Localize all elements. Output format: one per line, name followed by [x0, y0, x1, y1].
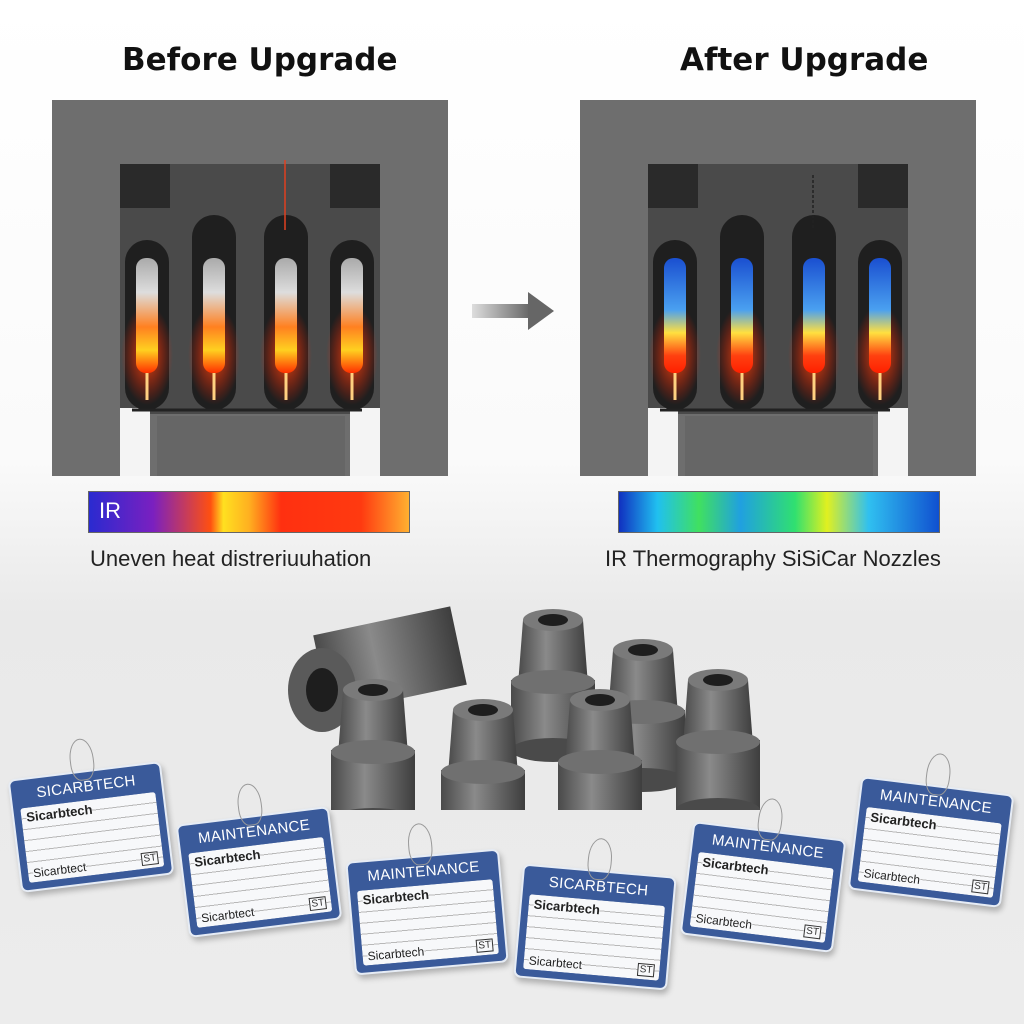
- nozzle-group: [288, 606, 760, 810]
- heating-tube: [203, 258, 225, 373]
- tag-string: [586, 837, 614, 882]
- tag-brand: Sicarbtech: [869, 809, 938, 833]
- heating-tube: [136, 258, 158, 373]
- tag-brand: Sicarbtech: [701, 854, 770, 878]
- heating-tube: [341, 258, 363, 373]
- after-furnace-diagram: [580, 100, 976, 476]
- tag-logo-icon: ST: [637, 962, 655, 978]
- tag-footer: Sicarbtect: [200, 904, 256, 926]
- after-ir-bar: [618, 491, 940, 533]
- tag-brand: Sicarbtech: [362, 886, 430, 908]
- ir-label: IR: [99, 498, 121, 523]
- tag-logo-icon: ST: [475, 938, 494, 953]
- before-caption: Uneven heat distreriuuhation: [90, 546, 372, 571]
- tag-brand: Sicarbtech: [193, 846, 262, 870]
- nozzle: [676, 669, 760, 810]
- tag-footer: Sicarbtech: [367, 944, 425, 964]
- tag-footer: Sicarbtect: [32, 859, 88, 881]
- maintenance-tag: MAINTENANCE Sicarbtech Sicarbtect ST: [175, 782, 343, 938]
- heating-tube: [664, 258, 686, 373]
- maintenance-tag: SICARBTECH Sicarbtech Sicarbtect ST: [513, 837, 677, 991]
- tag-footer: Sicarbtech: [862, 866, 921, 887]
- tag-logo-icon: ST: [140, 851, 160, 867]
- tag-logo-icon: ST: [308, 896, 328, 912]
- right-arrow-icon: [472, 292, 554, 330]
- nozzle: [558, 689, 642, 810]
- tag-string: [406, 822, 434, 867]
- nozzle: [331, 679, 415, 810]
- heating-tube: [275, 258, 297, 373]
- before-title: Before Upgrade: [122, 42, 398, 78]
- tag-footer: Sicarbtect: [528, 953, 583, 972]
- before-ir-bar: IR: [88, 491, 410, 533]
- maintenance-tag: MAINTENANCE Sicarbtech Sicarbtech ST: [847, 752, 1015, 908]
- tag-brand: Sicarbtech: [533, 896, 601, 918]
- heating-tube: [731, 258, 753, 373]
- tag-footer: Sicarbtech: [694, 911, 753, 932]
- after-caption: IR Thermography SiSiCar Nozzles: [605, 546, 941, 571]
- maintenance-tag: MAINTENANCE Sicarbtech Sicarbtech ST: [679, 797, 847, 953]
- after-title: After Upgrade: [680, 42, 929, 78]
- heating-tube: [803, 258, 825, 373]
- maintenance-tag: MAINTENANCE Sicarbtech Sicarbtech ST: [345, 822, 509, 976]
- tag-logo-icon: ST: [803, 924, 822, 940]
- heating-tube: [869, 258, 891, 373]
- nozzle: [441, 699, 525, 810]
- before-furnace-diagram: [52, 100, 448, 476]
- tag-logo-icon: ST: [971, 879, 990, 895]
- maintenance-tag: SICARBTECH Sicarbtech Sicarbtect ST: [7, 737, 175, 893]
- tag-brand: Sicarbtech: [25, 801, 94, 825]
